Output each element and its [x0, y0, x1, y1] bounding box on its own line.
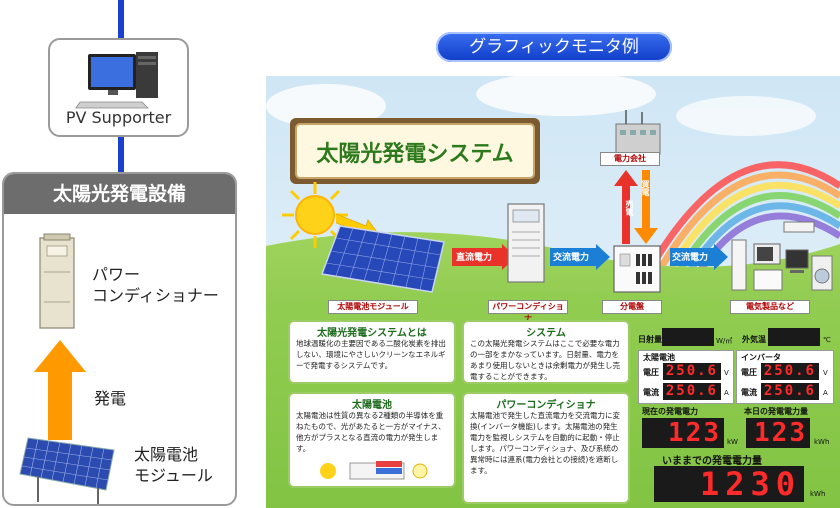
graphic-monitor-scene: 太陽光発電システム 太陽電池モジュール 直流電力 — [266, 76, 840, 508]
irradiance-display — [662, 328, 714, 346]
current-power-unit: kW — [727, 438, 738, 446]
power-company-icon — [615, 110, 661, 155]
inverter-current-unit: A — [823, 389, 828, 397]
today-energy-display: 123 — [746, 418, 810, 448]
irradiance-unit: W/㎡ — [716, 337, 733, 345]
power-conditioner-icon — [39, 233, 75, 329]
appliances-icon — [731, 221, 833, 291]
temperature-unit: ℃ — [823, 336, 831, 344]
info-pcs-title: パワーコンディショナ — [496, 400, 596, 411]
module-meter-group: 太陽電池 電圧 250.6 V 電流 250.6 A — [638, 350, 734, 404]
sell-power-label: 売電 — [625, 200, 634, 216]
current-power-display: 123 — [642, 418, 724, 448]
ac-power-label-2: 交流電力 — [672, 253, 709, 263]
utility-caption: 電力会社 — [600, 152, 660, 166]
inverter-meter-group: インバータ 電圧 250.6 V 電流 250.6 A — [736, 350, 834, 404]
info-box-system: 太陽光発電システムとは 地球温暖化の主要因である二酸化炭素を排出しない、環境にや… — [288, 320, 456, 384]
pv-supporter-box — [48, 38, 189, 137]
conditioner-label-line1: パワー — [92, 265, 141, 284]
inverter-group-label: インバータ — [741, 353, 781, 362]
module-label-line1: 太陽電池 — [134, 445, 199, 464]
inverter-voltage-display: 250.6 — [761, 363, 819, 380]
module-current-label: 電流 — [643, 388, 659, 397]
module-label-line2: モジュール — [134, 466, 213, 485]
total-energy-label: いままでの発電電力量 — [662, 456, 762, 467]
today-energy-unit: kWh — [814, 438, 830, 446]
module-voltage-display: 250.6 — [663, 363, 721, 380]
temperature-display — [768, 328, 820, 346]
cell-diagram-icon — [320, 461, 428, 480]
inverter-current-display: 250.6 — [761, 383, 819, 400]
solar-module-icon — [19, 437, 115, 504]
system-title: 太陽光発電システム — [316, 142, 514, 167]
solar-panel-icon — [320, 225, 445, 293]
irradiance-label: 日射量 — [638, 335, 662, 344]
info-box-cell: 太陽電池 太陽電池は性質の異なる2種類の半導体を重ねたもので、光があたると一方が… — [288, 392, 456, 488]
inverter-voltage-label: 電圧 — [741, 368, 757, 377]
info-system-body: 地球温暖化の主要因である二酸化炭素を排出しない、環境にやさしいクリーンなエネルギ… — [296, 339, 446, 370]
generation-label: 発電 — [94, 389, 127, 408]
sun-icon — [282, 182, 348, 248]
module-current-display: 250.6 — [663, 383, 721, 400]
generation-arrow-icon — [34, 340, 86, 440]
info-sys-title: システム — [526, 328, 566, 339]
info-cell-title: 太陽電池 — [352, 400, 392, 411]
graphic-monitor-title: グラフィックモニタ例 — [436, 32, 672, 62]
solar-equipment-panel: 太陽光発電設備 パワー コンディショナー 発電 太陽電池 モジュール — [2, 172, 237, 506]
buy-sell-arrows — [614, 170, 658, 244]
info-pcs-body: 太陽電池で発生した直流電力を交流電力に変換(インバータ機能)します。太陽電池の発… — [470, 411, 620, 475]
power-conditioner-icon — [507, 203, 545, 283]
module-voltage-label: 電圧 — [643, 368, 659, 377]
ac-power-arrow-1 — [550, 244, 610, 270]
module-current-unit: A — [724, 389, 729, 397]
dc-power-label: 直流電力 — [456, 253, 493, 263]
conditioner-caption: パワーコンディショナ — [488, 300, 568, 323]
conditioner-label-line2: コンディショナー — [92, 286, 219, 305]
info-system-title: 太陽光発電システムとは — [317, 328, 427, 339]
module-caption: 太陽電池モジュール — [328, 300, 418, 314]
distribution-board-icon — [613, 245, 661, 293]
total-energy-unit: kWh — [810, 490, 826, 498]
inverter-voltage-unit: V — [823, 369, 828, 377]
temperature-label: 外気温 — [742, 335, 766, 344]
pv-supporter-label: PV Supporter — [65, 108, 172, 127]
current-power-label: 現在の発電電力 — [642, 407, 698, 416]
today-energy-label: 本日の発電電力量 — [744, 407, 808, 416]
equipment-title: 太陽光発電設備 — [4, 174, 235, 214]
info-cell-body: 太陽電池は性質の異なる2種類の半導体を重ねたもので、光があたると一方がマイナス、… — [296, 411, 446, 453]
info-box-sys: システム この太陽光発電システムはここで必要な電力の一部をまかなっています。日射… — [462, 320, 630, 384]
total-energy-display: 1230 — [654, 466, 804, 502]
module-voltage-unit: V — [724, 369, 729, 377]
appliance-caption: 電気製品など — [730, 300, 810, 314]
title-sign — [290, 118, 540, 184]
dc-power-arrow — [452, 244, 516, 270]
module-group-label: 太陽電池 — [643, 353, 675, 362]
buy-power-label: 買電 — [641, 180, 650, 196]
computer-icon — [75, 52, 158, 109]
inverter-current-label: 電流 — [741, 388, 757, 397]
ac-power-label-1: 交流電力 — [553, 253, 590, 263]
info-box-pcs: パワーコンディショナ 太陽電池で発生した直流電力を交流電力に変換(インバータ機能… — [462, 392, 630, 504]
info-sys-body: この太陽光発電システムはここで必要な電力の一部をまかなっています。日射量、電力を… — [470, 339, 620, 381]
distribution-caption: 分電盤 — [602, 300, 662, 314]
ac-power-arrow-2 — [670, 244, 728, 270]
